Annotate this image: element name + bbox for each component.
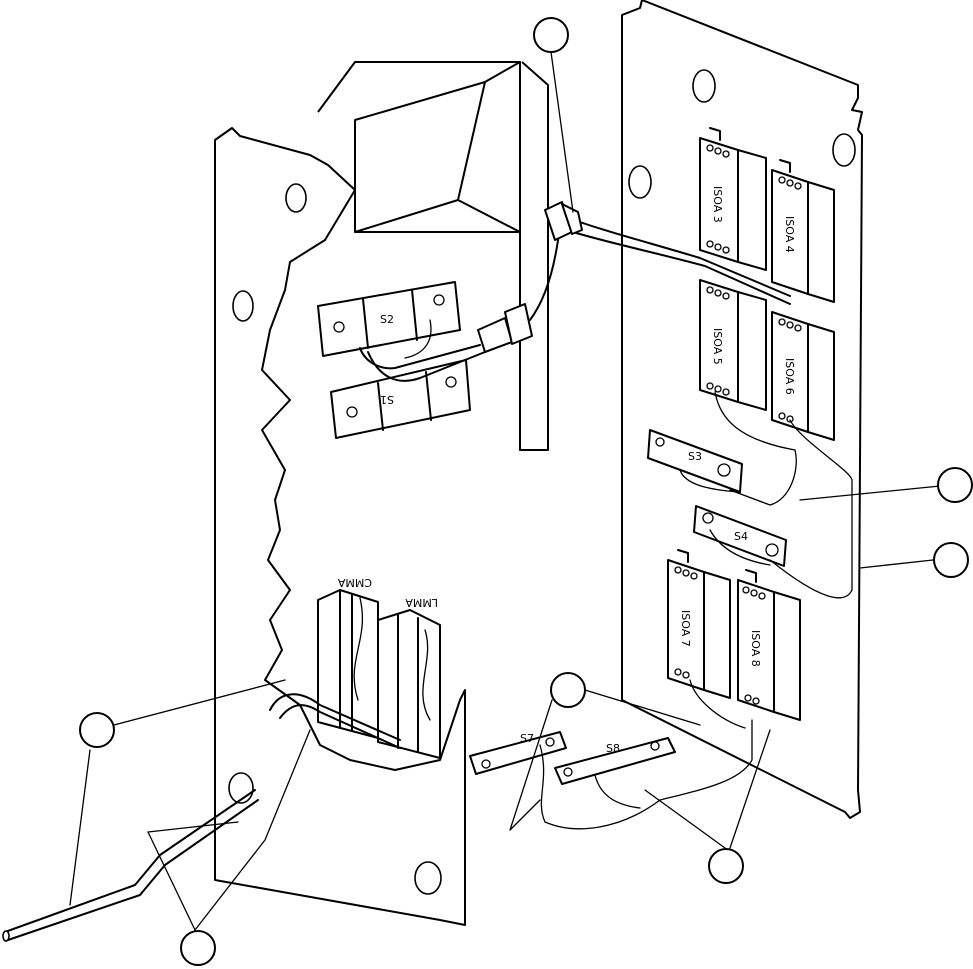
loose-cable [2, 789, 259, 942]
callout-circle [933, 542, 969, 578]
shunt-s1-label: S1 [380, 393, 394, 406]
mounting-hole [628, 165, 652, 199]
mounting-hole [692, 69, 716, 103]
module-lmma-label: LMMA [405, 596, 438, 609]
callout-circle [550, 672, 586, 708]
shunt-s4-label: S4 [734, 530, 748, 543]
callout-circle [533, 17, 569, 53]
cable-connector [477, 303, 533, 353]
shunt-s4: S4 [693, 505, 787, 567]
module-lmma: LMMA [377, 596, 441, 759]
mounting-hole [285, 183, 307, 213]
callout-circle [79, 712, 115, 748]
callout-circle [180, 930, 216, 966]
left-panel [214, 61, 549, 926]
isoa-5-label: ISOA 5 [711, 328, 724, 365]
callout-circle [937, 467, 973, 503]
isoa-module-8: ISOA 8 [737, 569, 801, 721]
shunt-s2-label: S2 [380, 313, 394, 326]
shunt-s3: S3 [647, 429, 743, 493]
callout-circle [708, 848, 744, 884]
isoa-7-label: ISOA 7 [679, 610, 692, 647]
callout-leaders [69, 51, 941, 931]
mounting-hole [232, 290, 254, 322]
mounting-hole [414, 861, 442, 895]
isoa-4-label: ISOA 4 [783, 216, 796, 253]
isoa-module-6: ISOA 6 [771, 311, 835, 441]
shunt-s3-label: S3 [688, 450, 702, 463]
shunt-s7-label: S7 [520, 732, 534, 745]
module-cmma-label: CMMA [337, 576, 372, 589]
shunt-s8: S8 [554, 737, 676, 785]
shunt-s1: S1 [330, 359, 471, 439]
cable-grommet [544, 201, 583, 241]
mounting-hole [832, 133, 856, 167]
isoa-module-7: ISOA 7 [667, 549, 731, 699]
isoa-module-5: ISOA 5 [699, 279, 767, 411]
isoa-module-4: ISOA 4 [771, 159, 835, 303]
shunt-s8-label: S8 [606, 742, 620, 755]
shunt-s2: S2 [317, 281, 461, 357]
shunt-s7: S7 [469, 731, 567, 775]
isoa-8-label: ISOA 8 [749, 630, 762, 667]
isoa-3-label: ISOA 3 [711, 186, 724, 223]
isoa-module-3: ISOA 3 [699, 127, 767, 271]
isoa-6-label: ISOA 6 [783, 358, 796, 395]
module-cmma: CMMA [317, 576, 379, 739]
